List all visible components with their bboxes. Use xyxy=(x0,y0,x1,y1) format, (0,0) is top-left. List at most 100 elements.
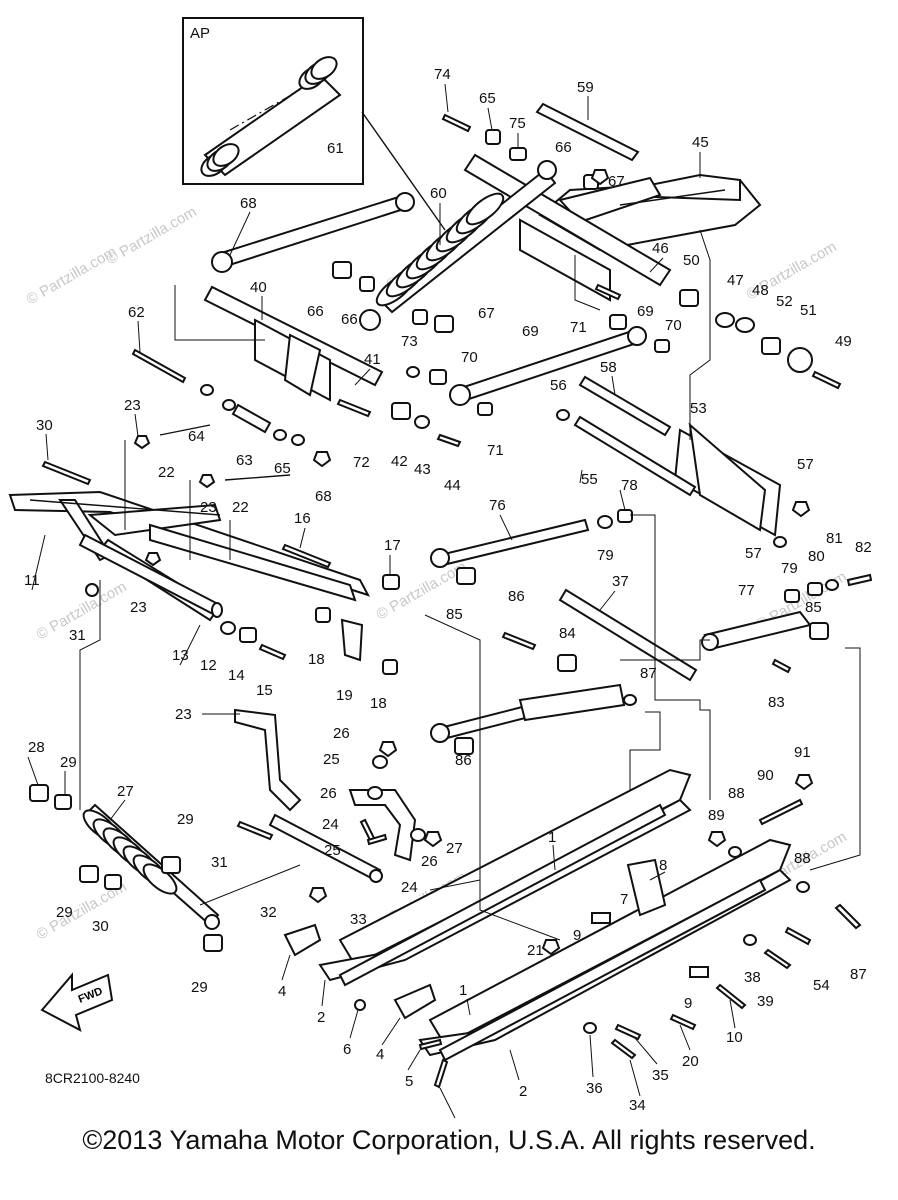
callout-22: 22 xyxy=(232,499,249,516)
callout-29: 28 xyxy=(28,739,45,756)
callout-1: 1 xyxy=(459,982,467,999)
callout-32: 31 xyxy=(69,627,86,644)
callout-40: 39 xyxy=(757,993,774,1010)
callout-9: 9 xyxy=(573,927,581,944)
callout-31: 30 xyxy=(36,417,53,434)
callout-72: 71 xyxy=(570,319,587,336)
callout-labels: 1 1 2 2 3 4 4 5 6 7 8 9 9 10 11 12 13 14… xyxy=(24,66,872,1120)
callout-49: 48 xyxy=(752,282,769,299)
callout-44: 43 xyxy=(414,461,431,478)
callout-4: 4 xyxy=(376,1046,384,1063)
callout-69: 69 xyxy=(522,323,539,340)
callout-65: 65 xyxy=(274,460,291,477)
rod-69-lower xyxy=(449,326,647,406)
callout-29: 29 xyxy=(177,811,194,828)
shaft-38 xyxy=(558,588,698,682)
callout-23: 23 xyxy=(130,599,147,616)
callout-18: 18 xyxy=(370,695,387,712)
rear-shock-28 xyxy=(82,803,220,930)
shaft-47 xyxy=(463,153,672,302)
callout-17: 17 xyxy=(384,537,401,554)
arm-78 xyxy=(701,610,812,651)
callout-48: 47 xyxy=(727,272,744,289)
callout-2: 2 xyxy=(317,1009,325,1026)
bellows-boot-62 xyxy=(200,56,342,177)
callout-57: 57 xyxy=(745,545,762,562)
callout-85: 85 xyxy=(805,599,822,616)
strut-86 xyxy=(430,683,626,743)
assembly-lines xyxy=(79,229,861,941)
callout-66: 66 xyxy=(555,139,572,156)
slide-rail-lower xyxy=(418,838,792,1062)
callout-79: 79 xyxy=(781,560,798,577)
callout-30: 29 xyxy=(60,754,77,771)
callout-69: 68 xyxy=(240,195,257,212)
shaft-13 xyxy=(78,533,223,618)
callout-10: 10 xyxy=(726,1029,743,1046)
callout-71: 70 xyxy=(665,317,682,334)
callout-29: 29 xyxy=(191,979,208,996)
callout-67: 67 xyxy=(478,305,495,322)
callout-6: 6 xyxy=(343,1041,351,1058)
callout-51: 50 xyxy=(683,252,700,269)
callout-88: 88 xyxy=(794,850,811,867)
ap-inset-label: AP xyxy=(190,25,210,42)
callout-57: 56 xyxy=(550,377,567,394)
callout-92: 91 xyxy=(794,744,811,761)
shock-absorber-61 xyxy=(359,160,557,331)
copyright-notice: ©2013 Yamaha Motor Corporation, U.S.A. A… xyxy=(82,1125,816,1155)
callout-43: 42 xyxy=(391,453,408,470)
callout-68: 68 xyxy=(315,488,332,505)
parts-exploded-diagram: © Partzilla.com © Partzilla.com © Partzi… xyxy=(8,17,873,1120)
callout-70: 69 xyxy=(637,303,654,320)
bracket-24-upper xyxy=(234,708,302,812)
callout-26: 26 xyxy=(320,785,337,802)
callout-42: 41 xyxy=(364,351,381,368)
callout-35: 34 xyxy=(629,1097,646,1114)
callout-26: 25 xyxy=(323,751,340,768)
callout-25: 24 xyxy=(322,816,339,833)
guide-4-b xyxy=(393,983,437,1020)
callout-70: 70 xyxy=(461,349,478,366)
callout-88: 87 xyxy=(640,665,657,682)
callout-2: 2 xyxy=(519,1083,527,1100)
callout-76: 75 xyxy=(509,115,526,132)
callout-90: 89 xyxy=(708,807,725,824)
bracket-52 xyxy=(787,347,813,373)
callout-82: 81 xyxy=(826,530,843,547)
callout-24: 23 xyxy=(175,706,192,723)
callout-23: 23 xyxy=(124,397,141,414)
callout-56: 55 xyxy=(581,471,598,488)
callout-50: 49 xyxy=(835,333,852,350)
callout-38: 37 xyxy=(612,573,629,590)
callout-83: 82 xyxy=(855,539,872,556)
callout-14: 14 xyxy=(228,667,245,684)
callout-84: 83 xyxy=(768,694,785,711)
callout-18: 18 xyxy=(308,651,325,668)
callout-73: 72 xyxy=(353,454,370,471)
rod-69-upper xyxy=(211,192,415,273)
callout-19: 19 xyxy=(336,687,353,704)
callout-58: 57 xyxy=(797,456,814,473)
callout-63: 62 xyxy=(128,304,145,321)
callout-30: 30 xyxy=(92,918,109,935)
fwd-arrow-icon: FWD xyxy=(40,972,114,1032)
callout-54: 53 xyxy=(690,400,707,417)
shaft-34 xyxy=(268,813,383,883)
callout-86: 85 xyxy=(446,606,463,623)
callout-81: 80 xyxy=(808,548,825,565)
callout-55: 54 xyxy=(813,977,830,994)
callout-87: 86 xyxy=(508,588,525,605)
callout-71: 71 xyxy=(487,442,504,459)
callout-39: 38 xyxy=(744,969,761,986)
callout-61: 60 xyxy=(430,185,447,202)
callout-91: 90 xyxy=(757,767,774,784)
callout-leaders xyxy=(27,83,736,1119)
callout-41: 40 xyxy=(250,279,267,296)
shafts-59-56 xyxy=(573,375,697,497)
callout-60: 59 xyxy=(577,79,594,96)
callout-27: 27 xyxy=(446,840,463,857)
callout-11: 11 xyxy=(24,572,40,589)
callout-80: 79 xyxy=(597,547,614,564)
callout-87: 87 xyxy=(850,966,867,983)
